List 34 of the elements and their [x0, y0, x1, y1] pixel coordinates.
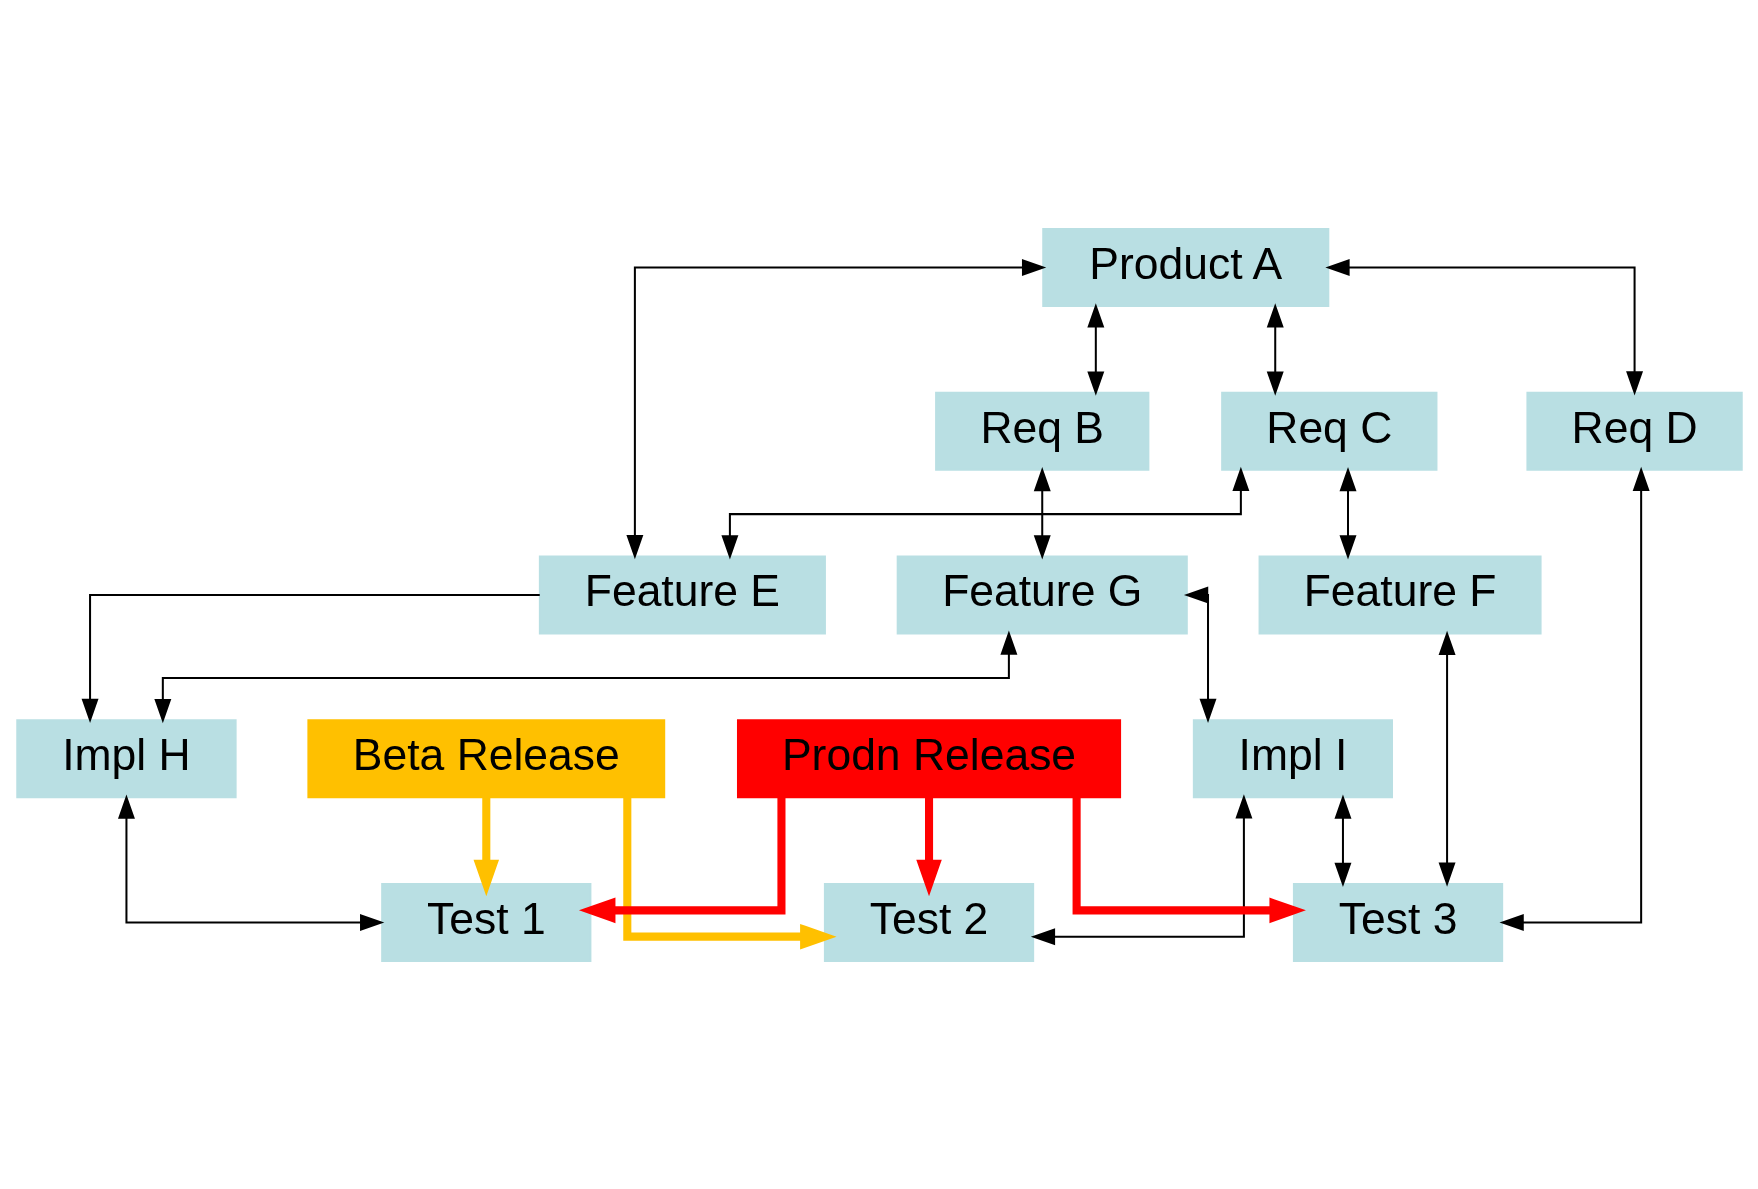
node-box: Req D [1525, 391, 1743, 471]
arrow [117, 794, 384, 931]
arrow [1499, 466, 1650, 931]
arrow [1324, 258, 1643, 395]
node-box: Impl I [1192, 718, 1393, 798]
arrow [578, 797, 785, 923]
arrow [1438, 630, 1456, 887]
arrow [1033, 466, 1051, 560]
node-box: Test 3 [1292, 882, 1503, 962]
node-box: Feature G [896, 555, 1188, 634]
node-box: Feature E [538, 555, 826, 634]
arrow [1183, 586, 1216, 723]
node-box: Beta Release [306, 718, 665, 798]
arrow [1266, 302, 1284, 396]
arrow [81, 593, 540, 723]
node-box: Product A [1041, 227, 1329, 307]
arrow [1339, 466, 1356, 560]
arrow [622, 796, 837, 949]
node-box: Req C [1220, 391, 1437, 471]
node-box: Prodn Release [736, 718, 1121, 798]
arrow [1333, 794, 1351, 887]
arrow [1030, 793, 1252, 945]
node-box: Impl H [15, 718, 237, 798]
node-box: Req B [934, 391, 1149, 471]
arrow [473, 797, 499, 896]
arrow [625, 258, 1046, 559]
arrow [720, 466, 1249, 560]
node-box: Test 1 [380, 882, 591, 962]
node-box: Test 2 [823, 882, 1034, 962]
node-box: Feature F [1258, 555, 1542, 634]
arrow [1072, 797, 1306, 923]
arrow [1086, 302, 1104, 396]
arrow [153, 629, 1017, 723]
arrow [915, 797, 942, 896]
